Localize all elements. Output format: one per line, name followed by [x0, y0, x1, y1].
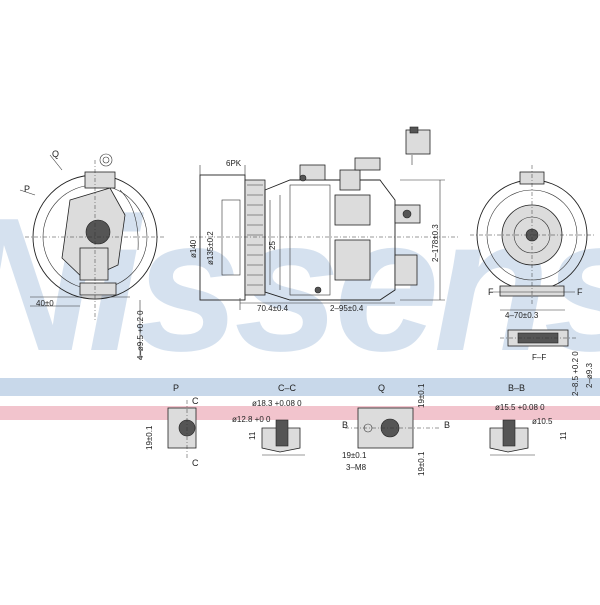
side-view: 6PK ø140 ø135±0.2 25 70.4±0.4 2–95±0.4 2…: [189, 126, 460, 313]
upper-blue-band: [0, 378, 600, 396]
dim-p-19: 19±0.1: [145, 425, 154, 450]
dim-cc-dia2: ø12.8 +0 0: [232, 415, 271, 424]
cut-c-bot: C: [192, 458, 199, 468]
section-q: Q B B 19±0.1 19±0.1 3–M8 19±0.1: [342, 383, 450, 476]
dim-178: 2–178±0.3: [431, 224, 440, 262]
dim-q-thread: 3–M8: [346, 463, 367, 472]
section-bb: B–B ø15.5 +0.08 0 ø10.5 11: [489, 383, 568, 456]
dim-93: 2–ø9.3: [585, 363, 594, 388]
dim-bb-11: 11: [559, 431, 568, 440]
cut-b-left: B: [342, 420, 348, 430]
label-f-left: F: [488, 287, 494, 297]
dim-25: 25: [268, 241, 277, 250]
dim-85: 2–8.5 +0.2 0: [571, 351, 580, 396]
dim-q-19c: 19±0.1: [417, 451, 426, 476]
dim-70: 70.4±0.4: [257, 304, 289, 313]
dim-q-19a: 19±0.1: [417, 383, 426, 408]
section-p: P C C 19±0.1: [145, 383, 199, 468]
title-cc: C–C: [278, 383, 297, 393]
label-6pk: 6PK: [226, 159, 242, 168]
label-q: Q: [52, 149, 59, 159]
dim-bb-dia2: ø10.5: [532, 417, 553, 426]
section-ff: F–F: [532, 353, 546, 362]
dim-95: 2–95±0.4: [330, 304, 364, 313]
dim-cc-11: 11: [248, 431, 257, 440]
title-p: P: [173, 383, 179, 393]
title-bb: B–B: [508, 383, 525, 393]
cut-b-right: B: [444, 420, 450, 430]
dim-bb-dia1: ø15.5 +0.08 0: [495, 403, 545, 412]
label-p: P: [24, 184, 30, 194]
dim-d140: ø140: [189, 239, 198, 258]
cut-c-top: C: [192, 396, 199, 406]
title-q: Q: [378, 383, 385, 393]
dim-d135: ø135±0.2: [206, 231, 215, 265]
dim-q-19b: 19±0.1: [342, 451, 367, 460]
right-view: F F 4–70±0.3 F–F 2–8.5 +0.2 0 2–ø9.3: [470, 165, 595, 396]
dim-angle: 40±0: [36, 299, 54, 308]
dim-hole: 4–ø9.5 +0.2 0: [136, 310, 145, 360]
section-cc: C–C ø18.3 +0.08 0 ø12.8 +0 0 11: [232, 383, 305, 456]
dim-cc-dia1: ø18.3 +0.08 0: [252, 399, 302, 408]
left-view: Q P 40±0 4–ø9.5 +0.2 0: [19, 149, 165, 360]
label-f-right: F: [577, 287, 583, 297]
lower-pink-band: [0, 406, 600, 420]
dim-70-right: 4–70±0.3: [505, 311, 539, 320]
